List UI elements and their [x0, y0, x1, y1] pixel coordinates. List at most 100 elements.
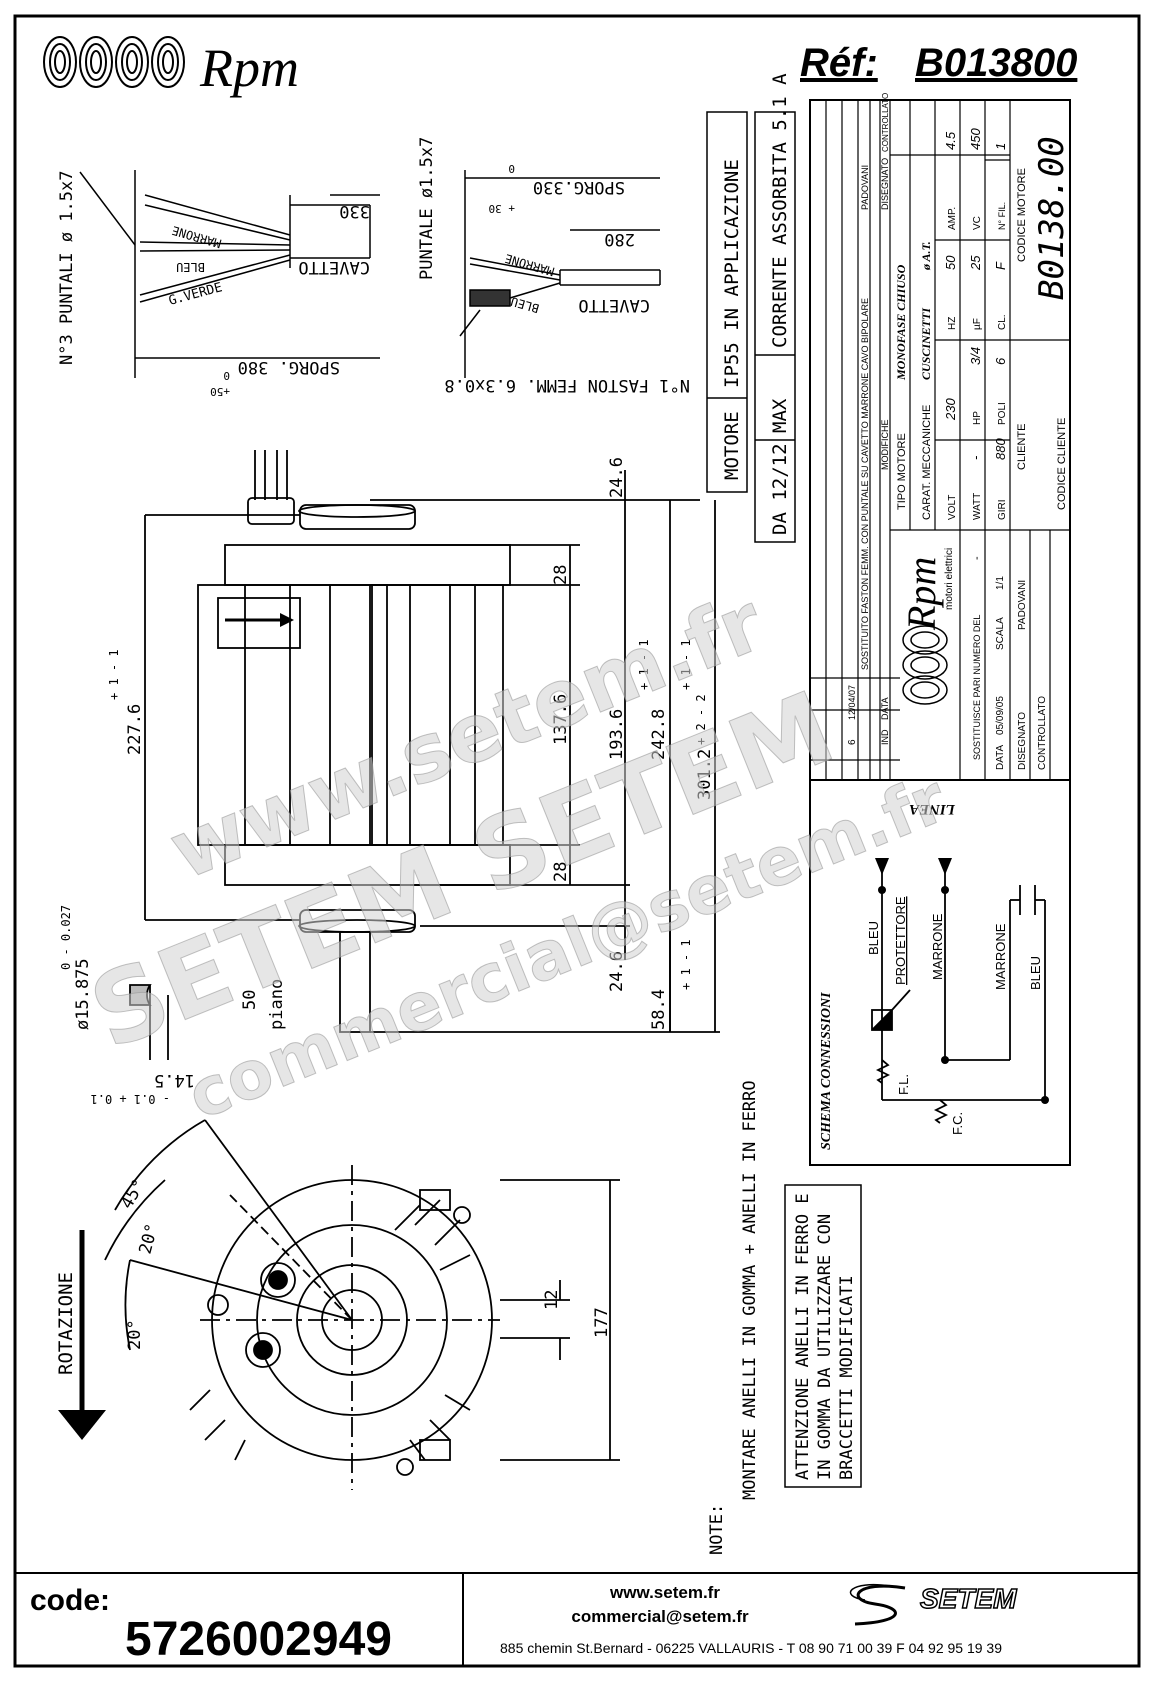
footer-brand: SETEM [920, 1583, 1017, 1614]
linea-arrow-2-icon [938, 858, 952, 875]
footer-web: www.setem.fr [609, 1583, 720, 1602]
carat-label: CARAT. MECCANICHE [921, 405, 933, 520]
hz-label: HZ [947, 317, 958, 330]
code-box [14, 1572, 464, 1667]
title-block [809, 99, 1071, 781]
motor-box-l1a: MOTORE [721, 411, 743, 480]
header-logo-text: Rpm [199, 38, 299, 98]
dim-58-4: 58.4 [649, 989, 669, 1030]
disegnato-label: DISEGNATO [1017, 712, 1028, 770]
attenzione-line3: BRACCETTI MODIFICATI [837, 1275, 857, 1480]
carat: CUSCINETTI [919, 307, 933, 380]
dim-301-tol: + 2 - 2 [694, 694, 708, 745]
uf: 25 [968, 255, 983, 271]
schema-title: SCHEMA CONNESSIONI [819, 992, 834, 1150]
poli-label: POLI [997, 402, 1008, 425]
wiring-left-n3-label: N°3 PUNTALI ø 1.5x7 [57, 171, 77, 365]
col-modifiche: MODIFICHE [880, 420, 890, 471]
wiring-left-330: 330 [339, 201, 370, 221]
dim-28-top: 28 [551, 565, 571, 585]
giri: 880 [993, 438, 1008, 460]
wiring-right-sporg-tol-a: 0 [508, 162, 515, 175]
controllato-label: CONTROLLATO [1037, 696, 1048, 770]
poli: 6 [993, 357, 1008, 365]
scala-value: 1/1 [995, 576, 1006, 590]
wiring-left-verde: G.VERDE [167, 280, 224, 309]
hp: 3/4 [968, 347, 983, 365]
dim-50: 50 [240, 990, 260, 1010]
dim-242-8: 242.8 [649, 709, 669, 760]
codice-motore: B0138.00 [1032, 136, 1072, 300]
col-controllato: CONTROLLATO [881, 93, 890, 152]
schema-linea: LINEA [909, 801, 956, 817]
wiring-left-sporg: SPORG. 380 [238, 357, 340, 377]
nfil-label: N° FIL. [997, 202, 1007, 230]
dim-137-6: 137.6 [551, 694, 571, 745]
dim-28-bot: 28 [551, 862, 571, 882]
wiring-left-sporg-tol-a: 0 [223, 369, 230, 382]
schema-node-4 [1041, 1096, 1049, 1104]
data-value: 05/09/05 [995, 696, 1006, 735]
dim-177: 177 [592, 1307, 612, 1338]
attenzione-line2: IN GOMMA DA UTILIZZARE CON [815, 1214, 835, 1480]
wiring-right-sporg-tol-b: + 30 [489, 202, 516, 215]
watt-label: WATT [972, 493, 983, 520]
rev-ind: 6 [847, 739, 858, 745]
notes-montare: MONTARE ANELLI IN GOMMA + ANELLI IN FERR… [740, 1080, 760, 1500]
code-label: code: [30, 1584, 110, 1617]
wiring-right-sporg: SPORG.330 [533, 177, 625, 197]
footer-address: 885 chemin St.Bernard - 06225 VALLAURIS … [500, 1640, 1002, 1656]
scala-label: SCALA [995, 617, 1006, 650]
dim-58-tol: + 1 - 1 [679, 939, 693, 990]
tipo-motore: MONOFASE CHIUSO [894, 264, 908, 381]
motor-side-view [144, 450, 720, 1033]
ref-value: B013800 [915, 41, 1077, 85]
cl-label: CL. [997, 314, 1008, 330]
header-logo: Rpm [43, 36, 299, 98]
schema-bleu: BLEU [866, 921, 881, 955]
angle-45: 45° [117, 1176, 150, 1213]
col-ind: IND [880, 729, 890, 745]
rotazione-label: ROTAZIONE [55, 1272, 77, 1375]
dim-12: 12 [542, 1290, 562, 1310]
volt: 230 [943, 398, 958, 421]
wiring-left-marrone: MARRONE [170, 223, 222, 250]
nfil: 1 [993, 143, 1008, 150]
motor-box-l2a: DA 12/12 [769, 443, 791, 535]
codice-cliente-label: CODICE CLIENTE [1056, 418, 1068, 510]
faston-connector-icon [469, 289, 511, 307]
arrow-icon [225, 613, 294, 627]
dim-24-6-top: 24.6 [607, 457, 627, 498]
code-value: 5726002949 [125, 1613, 392, 1666]
schema-marrone-2: MARRONE [993, 923, 1008, 990]
hp-label: HP [972, 411, 983, 425]
amp: 4.5 [943, 131, 958, 150]
wiring-right-faston: N°1 FASTON FEMM. 6.3x0.8 [444, 375, 690, 395]
schema-marrone-1: MARRONE [930, 913, 945, 980]
motor-box-l1b: IP55 IN APPLICAZIONE [721, 159, 743, 388]
disegnato-value: PADOVANI [1017, 580, 1028, 630]
linea-arrow-1-icon [875, 858, 889, 875]
vc-label: VC [972, 216, 983, 230]
shaft-tolerance: 0 - 0.027 [59, 905, 73, 970]
dim-193-tol: + 1 - 1 [637, 639, 651, 690]
motor-spec-box [706, 111, 796, 543]
dim-227-tol: + 1 - 1 [107, 649, 121, 700]
sost-label: SOSTITUISCE PARI NUMERO DEL [972, 615, 982, 760]
codice-motore-label: CODICE MOTORE [1016, 168, 1028, 262]
attenzione-line1: ATTENZIONE ANELLI IN FERRO E [793, 1193, 813, 1480]
dim-14-5: 14.5 [154, 1070, 195, 1090]
schema-fl: F.L. [896, 1074, 911, 1095]
schema-wiring [871, 860, 1046, 1124]
wiring-right-puntale: PUNTALE ø1.5x7 [417, 137, 437, 280]
protettore-icon [872, 1010, 892, 1030]
title-block-logo-icon [902, 625, 948, 705]
footer-email: commercial@setem.fr [571, 1607, 749, 1626]
schema-node-3 [941, 1056, 949, 1064]
setem-logo-icon [849, 1584, 906, 1626]
cliente-label: CLIENTE [1016, 424, 1028, 470]
sheet-border [13, 14, 1141, 1668]
dim-301-2: 301.2 [695, 749, 715, 800]
wiring-diagram-right [459, 170, 661, 378]
col-data: DATA [880, 697, 890, 720]
